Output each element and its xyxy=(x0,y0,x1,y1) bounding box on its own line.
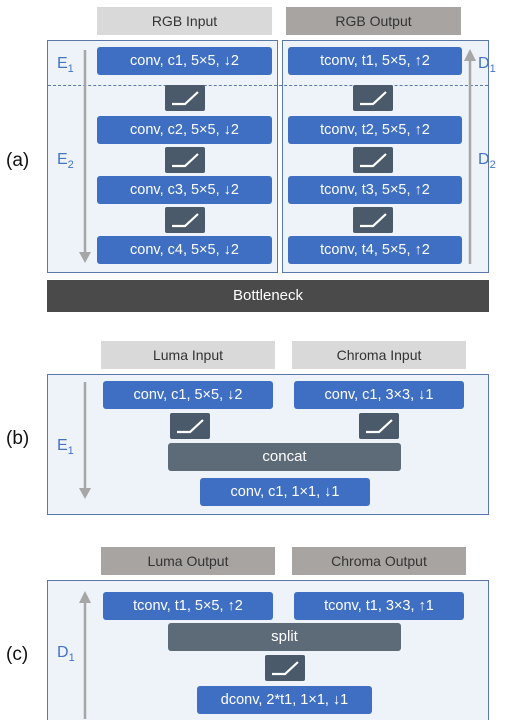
fuse-conv-block: conv, c1, 1×1, ↓1 xyxy=(200,478,370,506)
relu-icon xyxy=(170,413,210,439)
relu-icon xyxy=(353,85,393,111)
relu-icon xyxy=(265,655,305,681)
luma-input-header: Luma Input xyxy=(101,341,275,369)
rgb-output-header: RGB Output xyxy=(286,7,461,35)
label-c: (c) xyxy=(6,644,29,665)
down-arrow-icon xyxy=(79,50,91,263)
enc-block-1: conv, c1, 5×5, ↓2 xyxy=(97,47,272,75)
luma-conv-block: conv, c1, 5×5, ↓2 xyxy=(103,381,273,409)
chroma-tconv-block: tconv, t1, 3×3, ↑1 xyxy=(294,592,464,620)
label-a: (a) xyxy=(6,150,30,171)
luma-output-header: Luma Output xyxy=(101,547,275,575)
decoder-tag-d1: D1 xyxy=(57,644,75,665)
enc-block-4: conv, c4, 5×5, ↓2 xyxy=(97,236,272,264)
label-b: (b) xyxy=(6,428,30,449)
encoder-tag-e2: E2 xyxy=(57,151,74,172)
dec-block-2: tconv, t2, 5×5, ↑2 xyxy=(288,116,462,144)
chroma-conv-block: conv, c1, 3×3, ↓1 xyxy=(294,381,464,409)
up-arrow-icon xyxy=(79,591,91,719)
chroma-input-header: Chroma Input xyxy=(292,341,466,369)
enc-block-3: conv, c3, 5×5, ↓2 xyxy=(97,176,272,204)
enc-block-2: conv, c2, 5×5, ↓2 xyxy=(97,116,272,144)
relu-icon xyxy=(165,207,205,233)
relu-icon xyxy=(353,147,393,173)
encoder-tag-e1: E1 xyxy=(57,437,74,458)
dec-block-1: tconv, t1, 5×5, ↑2 xyxy=(288,47,462,75)
encoder-tag-e1: E1 xyxy=(57,55,74,76)
chroma-output-header: Chroma Output xyxy=(292,547,466,575)
up-arrow-icon xyxy=(464,49,476,264)
relu-icon xyxy=(353,207,393,233)
relu-icon xyxy=(165,85,205,111)
concat-block: concat xyxy=(168,443,401,471)
luma-tconv-block: tconv, t1, 5×5, ↑2 xyxy=(103,592,273,620)
bottleneck-bar: Bottleneck xyxy=(47,280,489,312)
dec-block-3: tconv, t3, 5×5, ↑2 xyxy=(288,176,462,204)
decoder-tag-d2: D2 xyxy=(478,151,496,172)
down-arrow-icon xyxy=(79,382,91,499)
rgb-input-header: RGB Input xyxy=(97,7,272,35)
stage-separator xyxy=(48,85,488,86)
decoder-tag-d1: D1 xyxy=(478,55,496,76)
relu-icon xyxy=(165,147,205,173)
dec-block-4: tconv, t4, 5×5, ↑2 xyxy=(288,236,462,264)
relu-icon xyxy=(359,413,399,439)
split-block: split xyxy=(168,623,401,651)
dconv-block: dconv, 2*t1, 1×1, ↓1 xyxy=(197,686,372,714)
